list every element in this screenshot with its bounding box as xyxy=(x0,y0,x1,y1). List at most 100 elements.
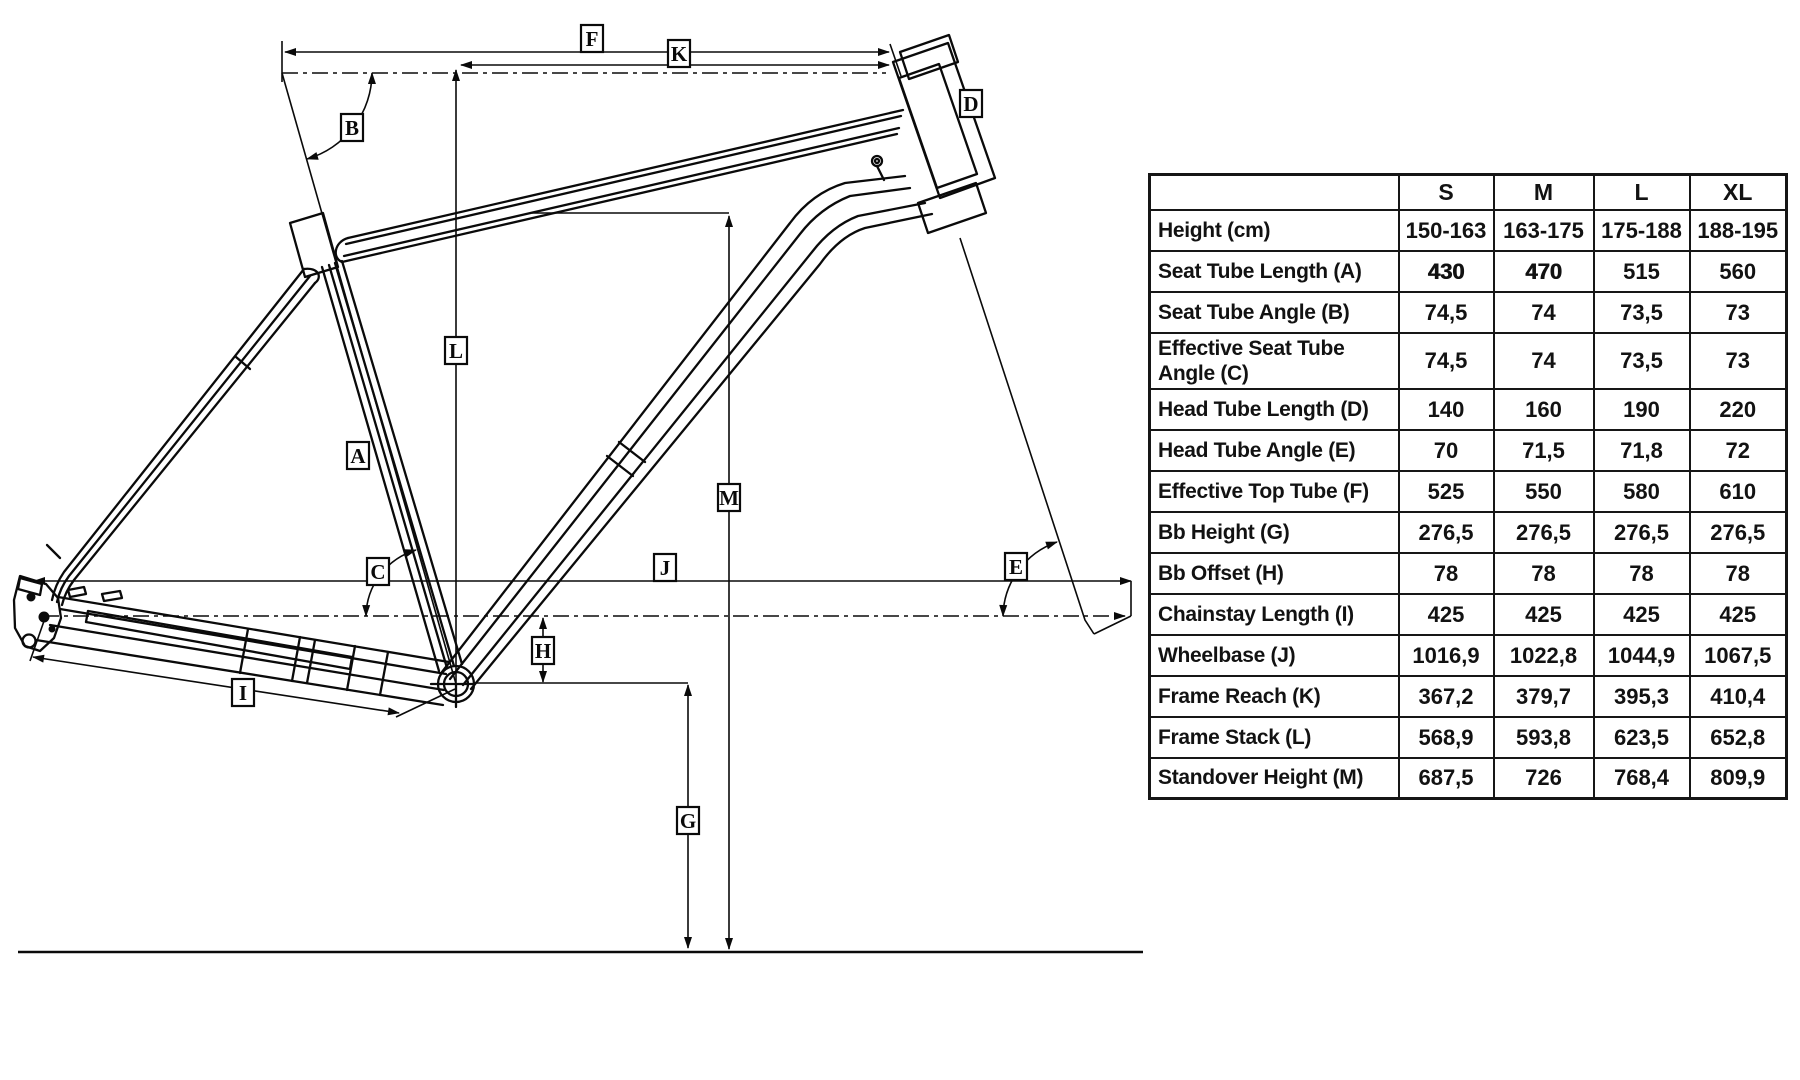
frame-outline xyxy=(12,33,997,709)
row-label: Head Tube Length (D) xyxy=(1148,387,1400,431)
value-cell: 560 xyxy=(1688,249,1788,293)
headset-bolt xyxy=(873,157,881,165)
row-label: Frame Reach (K) xyxy=(1148,674,1400,718)
value-cell: 379,7 xyxy=(1492,674,1595,718)
row-label: Bb Height (G) xyxy=(1148,510,1400,554)
down-tube-wall xyxy=(440,174,907,674)
value-cell: 470 xyxy=(1492,249,1595,293)
chainstay-inner xyxy=(58,607,448,676)
dim-label-L: L xyxy=(443,335,469,366)
dropout-bolt xyxy=(26,592,36,602)
value-cell: 1016,9 xyxy=(1397,633,1495,677)
value-cell: 652,8 xyxy=(1688,715,1788,759)
row-label: Head Tube Angle (E) xyxy=(1148,428,1400,472)
value-cell: 74,5 xyxy=(1397,331,1495,390)
svg-text:H: H xyxy=(535,639,551,663)
svg-text:C: C xyxy=(370,560,385,584)
svg-text:F: F xyxy=(586,27,599,51)
dropout-bolt xyxy=(48,625,56,633)
dim-label-K: K xyxy=(666,38,692,69)
value-cell: 1044,9 xyxy=(1592,633,1691,677)
fork-tip-diagonal xyxy=(1093,615,1132,635)
value-cell: 78 xyxy=(1397,551,1495,595)
svg-text:E: E xyxy=(1009,555,1023,579)
svg-text:B: B xyxy=(345,116,359,140)
value-cell: 410,4 xyxy=(1688,674,1788,718)
svg-text:L: L xyxy=(449,339,463,363)
value-cell: 78 xyxy=(1592,551,1691,595)
top-tube-wall xyxy=(340,132,899,264)
value-cell: 430 xyxy=(1397,249,1495,293)
svg-text:J: J xyxy=(660,556,671,580)
value-cell: 425 xyxy=(1592,592,1691,636)
value-cell: 1067,5 xyxy=(1688,633,1788,677)
value-cell: 78 xyxy=(1688,551,1788,595)
steering-axis xyxy=(959,237,1095,635)
rear-dropout-plate xyxy=(16,576,44,597)
value-cell: 525 xyxy=(1397,469,1495,513)
value-cell: 768,4 xyxy=(1592,756,1691,800)
seat-tube-inner xyxy=(327,263,449,670)
value-cell: 425 xyxy=(1688,592,1788,636)
head-tube-inner xyxy=(897,62,979,190)
value-cell: 190 xyxy=(1592,387,1691,431)
seat-tube-inner xyxy=(333,261,456,668)
value-cell: 73,5 xyxy=(1592,331,1691,390)
row-label: Standover Height (M) xyxy=(1148,756,1400,800)
cable-guide xyxy=(66,585,88,599)
headset-bolt-stem xyxy=(875,164,886,182)
value-cell: 71,8 xyxy=(1592,428,1691,472)
chainstay-divider xyxy=(290,635,302,683)
value-cell: 70 xyxy=(1397,428,1495,472)
cable-guide xyxy=(100,589,124,603)
value-cell: 73 xyxy=(1688,290,1788,334)
value-cell: 610 xyxy=(1688,469,1788,513)
chainstay-box xyxy=(84,609,90,624)
value-cell: 150-163 xyxy=(1397,208,1495,252)
value-cell: 188-195 xyxy=(1688,208,1788,252)
value-cell: 809,9 xyxy=(1688,756,1788,800)
svg-text:A: A xyxy=(350,444,366,468)
value-cell: 593,8 xyxy=(1492,715,1595,759)
row-label: Bb Offset (H) xyxy=(1148,551,1400,595)
value-cell: 515 xyxy=(1592,249,1691,293)
value-cell: 78 xyxy=(1492,551,1595,595)
value-cell: 73,5 xyxy=(1592,290,1691,334)
dim-label-E: E xyxy=(1003,551,1029,582)
row-label: Wheelbase (J) xyxy=(1148,633,1400,677)
value-cell: 425 xyxy=(1492,592,1595,636)
svg-text:D: D xyxy=(963,92,978,116)
row-label: Frame Stack (L) xyxy=(1148,715,1400,759)
dim-label-I: I xyxy=(230,677,256,708)
value-cell: 425 xyxy=(1397,592,1495,636)
table-col-header-xl: XL xyxy=(1688,173,1788,211)
value-cell: 71,5 xyxy=(1492,428,1595,472)
headset-bolt xyxy=(870,154,884,168)
value-cell: 276,5 xyxy=(1592,510,1691,554)
value-cell: 74,5 xyxy=(1397,290,1495,334)
value-cell: 550 xyxy=(1492,469,1595,513)
top-tube-inner xyxy=(342,126,901,258)
value-cell: 74 xyxy=(1492,290,1595,334)
value-cell: 160 xyxy=(1492,387,1595,431)
chainstay-divider xyxy=(305,638,317,685)
chainstay-divider xyxy=(345,644,357,692)
svg-text:K: K xyxy=(671,42,688,66)
row-label: Seat Tube Length (A) xyxy=(1148,249,1400,293)
row-label: Effective Top Tube (F) xyxy=(1148,469,1400,513)
seat-tube-wall xyxy=(320,265,441,673)
value-cell: 395,3 xyxy=(1592,674,1691,718)
